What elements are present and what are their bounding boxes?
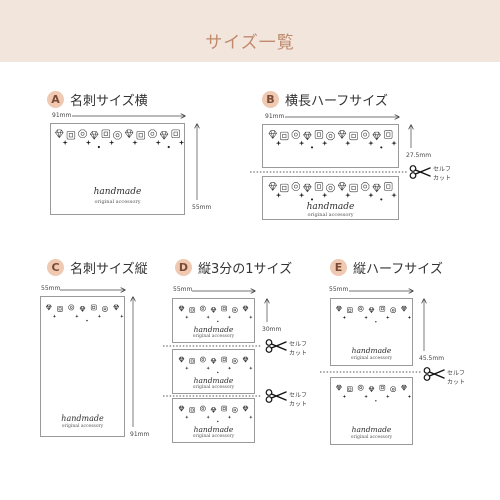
card-e-brand: handmade: [351, 346, 392, 355]
section-e-heading: E 縦ハーフサイズ: [330, 258, 443, 277]
cut-label-d-1: セルフカット: [289, 341, 308, 357]
card-d-brand: handmade: [193, 325, 234, 334]
card-b-subtitle: original accessory: [307, 212, 354, 218]
gem-decoration-icon: [268, 130, 397, 149]
gem-decoration-icon: [178, 405, 253, 423]
dim-d-width: 55mm: [173, 286, 193, 293]
section-b-label: 横長ハーフサイズ: [285, 94, 388, 109]
section-b-heading: B 横長ハーフサイズ: [262, 90, 388, 109]
scissors-icon: [409, 164, 431, 180]
card-a: handmade original accessory: [50, 123, 185, 215]
card-c-brand: handmade: [61, 414, 104, 423]
card-d-1: handmade original accessory: [172, 298, 255, 343]
section-d-heading: D 縦3分の1サイズ: [175, 258, 292, 277]
dim-e-width: 55mm: [329, 286, 349, 293]
section-a-badge: A: [47, 91, 64, 108]
card-a-subtitle: original accessory: [94, 199, 141, 205]
dim-a-width: 91mm: [52, 112, 72, 119]
card-d-subtitle: original accessory: [192, 385, 235, 390]
card-d-3: handmade original accessory: [172, 398, 255, 443]
card-a-brand: handmade: [93, 187, 142, 197]
card-e-brand: handmade: [351, 425, 392, 434]
section-c-badge: C: [47, 259, 64, 276]
section-e-badge: E: [330, 259, 347, 276]
scissors-icon: [265, 389, 287, 403]
gem-decoration-icon: [178, 305, 253, 323]
card-c: handmade original accessory: [40, 296, 125, 437]
dim-d-height: 30mm: [262, 326, 282, 333]
section-d-label: 縦3分の1サイズ: [198, 262, 293, 277]
card-b-bottom: handmade original accessory: [262, 176, 399, 220]
card-e-top: handmade original accessory: [330, 298, 413, 366]
card-e-bottom: handmade original accessory: [330, 377, 413, 445]
scissors-icon: [423, 367, 445, 381]
gem-decoration-icon: [336, 384, 412, 402]
section-e-label: 縦ハーフサイズ: [353, 262, 443, 277]
dim-c-width: 55mm: [41, 285, 61, 292]
gem-decoration-icon: [268, 182, 397, 201]
card-e-subtitle: original accessory: [350, 356, 393, 361]
section-a-label: 名刺サイズ横: [70, 94, 148, 109]
gem-decoration-icon: [336, 305, 412, 323]
gem-decoration-icon: [178, 356, 253, 374]
dim-b-width: 91mm: [265, 113, 285, 120]
card-d-2: handmade original accessory: [172, 349, 255, 394]
dim-c-height: 91mm: [130, 431, 150, 438]
page-title: サイズ一覧: [205, 33, 295, 53]
header-banner: サイズ一覧: [0, 0, 500, 62]
card-d-brand: handmade: [193, 376, 234, 385]
section-d-badge: D: [175, 259, 192, 276]
dim-b-height: 27.5mm: [406, 152, 432, 159]
dim-a-height: 55mm: [192, 204, 212, 211]
card-b-brand: handmade: [306, 202, 355, 212]
card-d-subtitle: original accessory: [192, 434, 235, 439]
card-d-subtitle: original accessory: [192, 334, 235, 339]
gem-decoration-icon: [45, 304, 124, 322]
cut-label-e: セルフカット: [447, 370, 466, 386]
section-a-heading: A 名刺サイズ横: [47, 90, 148, 109]
dim-e-height: 45.5mm: [419, 355, 445, 362]
card-d-brand: handmade: [193, 425, 234, 434]
card-e-subtitle: original accessory: [350, 435, 393, 440]
card-c-subtitle: original accessory: [61, 424, 104, 429]
gem-decoration-icon: [55, 129, 184, 149]
section-c-label: 名刺サイズ縦: [70, 262, 148, 277]
card-b-top: [262, 124, 399, 168]
cut-label-d-2: セルフカット: [289, 392, 308, 408]
scissors-icon: [265, 339, 287, 353]
section-b-badge: B: [262, 91, 279, 108]
cut-label-b: セルフカット: [433, 166, 452, 182]
section-c-heading: C 名刺サイズ縦: [47, 258, 148, 277]
